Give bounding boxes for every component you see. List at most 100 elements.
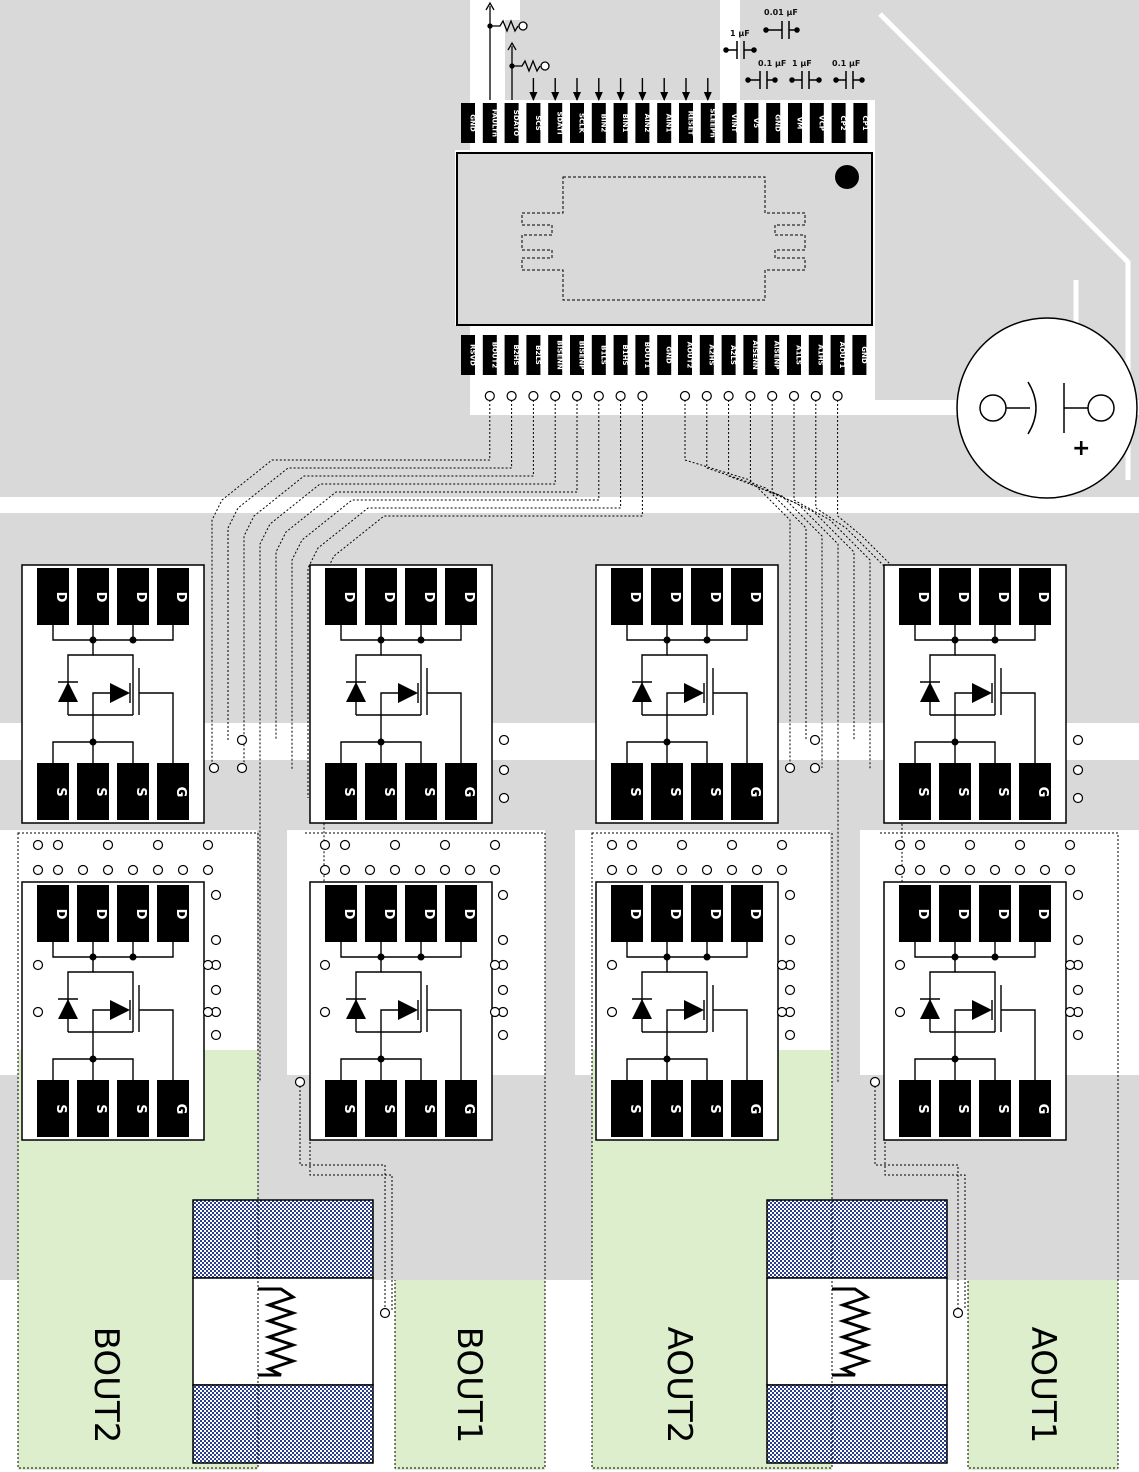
- gate-label: G: [461, 1104, 476, 1115]
- drain-pad: [157, 885, 189, 942]
- diode-icon: [398, 1000, 418, 1020]
- trace-inner: [381, 971, 422, 985]
- source-pad: [37, 763, 69, 820]
- via-icon: [497, 1029, 509, 1041]
- source-label: S: [381, 1104, 396, 1113]
- drain-pad: [445, 885, 477, 942]
- via-icon: [77, 864, 89, 876]
- gate-label: G: [747, 1104, 762, 1115]
- source-pad: [325, 1080, 357, 1137]
- sense-resistor-b: [192, 1199, 374, 1464]
- via-icon: [506, 390, 517, 402]
- drain-pad: [651, 568, 683, 625]
- via-icon: [489, 839, 501, 851]
- via-icon: [464, 864, 476, 876]
- source-label: S: [133, 1104, 148, 1113]
- via-icon: [869, 1076, 881, 1088]
- ic-pin: [765, 335, 780, 375]
- via-icon: [776, 864, 788, 876]
- via-icon: [1039, 864, 1051, 876]
- via-icon: [894, 1006, 906, 1018]
- drain-pad: [979, 568, 1011, 625]
- via-array: [32, 390, 1084, 1319]
- via-icon: [914, 864, 926, 876]
- trace: [227, 400, 513, 740]
- resistor-icon: [258, 1287, 298, 1377]
- trace: [243, 400, 534, 768]
- ic-pin-label: AIN2: [643, 114, 651, 133]
- via-icon: [809, 762, 821, 774]
- via-icon: [439, 864, 451, 876]
- drain-pad: [731, 885, 763, 942]
- gate-lead: [427, 692, 462, 763]
- drain-bus: [52, 942, 174, 958]
- arrow-head-icon: [551, 92, 560, 101]
- ic-pin: [853, 103, 868, 143]
- trace: [771, 400, 855, 740]
- gate-pad: [1019, 763, 1051, 820]
- via-icon: [489, 959, 501, 971]
- gate-lead: [1001, 692, 1036, 763]
- drain-pad: [157, 568, 189, 625]
- via-icon: [497, 889, 509, 901]
- drain-pad: [365, 885, 397, 942]
- via-icon: [202, 959, 214, 971]
- via-icon: [745, 390, 756, 402]
- source-label: S: [421, 787, 436, 796]
- via-icon: [294, 1076, 306, 1088]
- diode-icon: [110, 683, 130, 703]
- drain-pad: [445, 568, 477, 625]
- source-label: S: [667, 787, 682, 796]
- trace-inner: [93, 654, 134, 668]
- drain-bus: [914, 942, 1036, 958]
- via-icon: [676, 864, 688, 876]
- ic-pin: [570, 335, 584, 375]
- drain-label: D: [747, 909, 762, 920]
- gate-pad: [1019, 1080, 1051, 1137]
- ic-pin-label: A1HS: [816, 344, 824, 365]
- ic-pin-label: SLEEPn: [708, 108, 716, 137]
- via-icon: [550, 390, 561, 402]
- source-pad: [939, 763, 971, 820]
- drain-label: D: [341, 592, 356, 603]
- drain-bus: [914, 625, 1036, 641]
- ic-pin: [788, 103, 802, 143]
- drain-pad: [691, 568, 723, 625]
- source-pad: [691, 763, 723, 820]
- drain-pad: [1019, 568, 1051, 625]
- ic-pin: [657, 103, 672, 143]
- ic-pin-label: SDATO: [512, 110, 520, 137]
- ic-pin-label: FAULTn: [490, 109, 498, 137]
- via-icon: [776, 959, 788, 971]
- ic-pin: [635, 335, 650, 375]
- via-icon: [726, 839, 738, 851]
- drain-pad: [77, 885, 109, 942]
- gate-pad: [445, 1080, 477, 1137]
- trace-inner: [955, 971, 996, 985]
- ic-pin: [722, 103, 737, 143]
- ic-pin: [504, 103, 519, 143]
- ic-pin: [461, 335, 475, 375]
- source-label: S: [133, 787, 148, 796]
- drain-label: D: [133, 592, 148, 603]
- trace-inner: [666, 692, 684, 715]
- ic-pin: [657, 335, 672, 375]
- ic-pin-label: VCP: [817, 115, 825, 131]
- ic-pin: [482, 335, 497, 375]
- ic-pin-label: GND: [860, 346, 868, 364]
- gate-lead: [713, 692, 748, 763]
- ic-pin-label: AISENP: [773, 341, 781, 370]
- sense-pad-top: [766, 1199, 948, 1279]
- via-icon: [1064, 959, 1076, 971]
- trace-inner: [954, 1009, 972, 1032]
- trace-inner: [380, 1009, 398, 1032]
- via-icon: [497, 934, 509, 946]
- via-icon: [626, 839, 638, 851]
- source-pad: [405, 763, 437, 820]
- trace-inner: [381, 654, 422, 668]
- via-icon: [364, 864, 376, 876]
- output-outlines: [17, 832, 1119, 1469]
- via-icon: [914, 839, 926, 851]
